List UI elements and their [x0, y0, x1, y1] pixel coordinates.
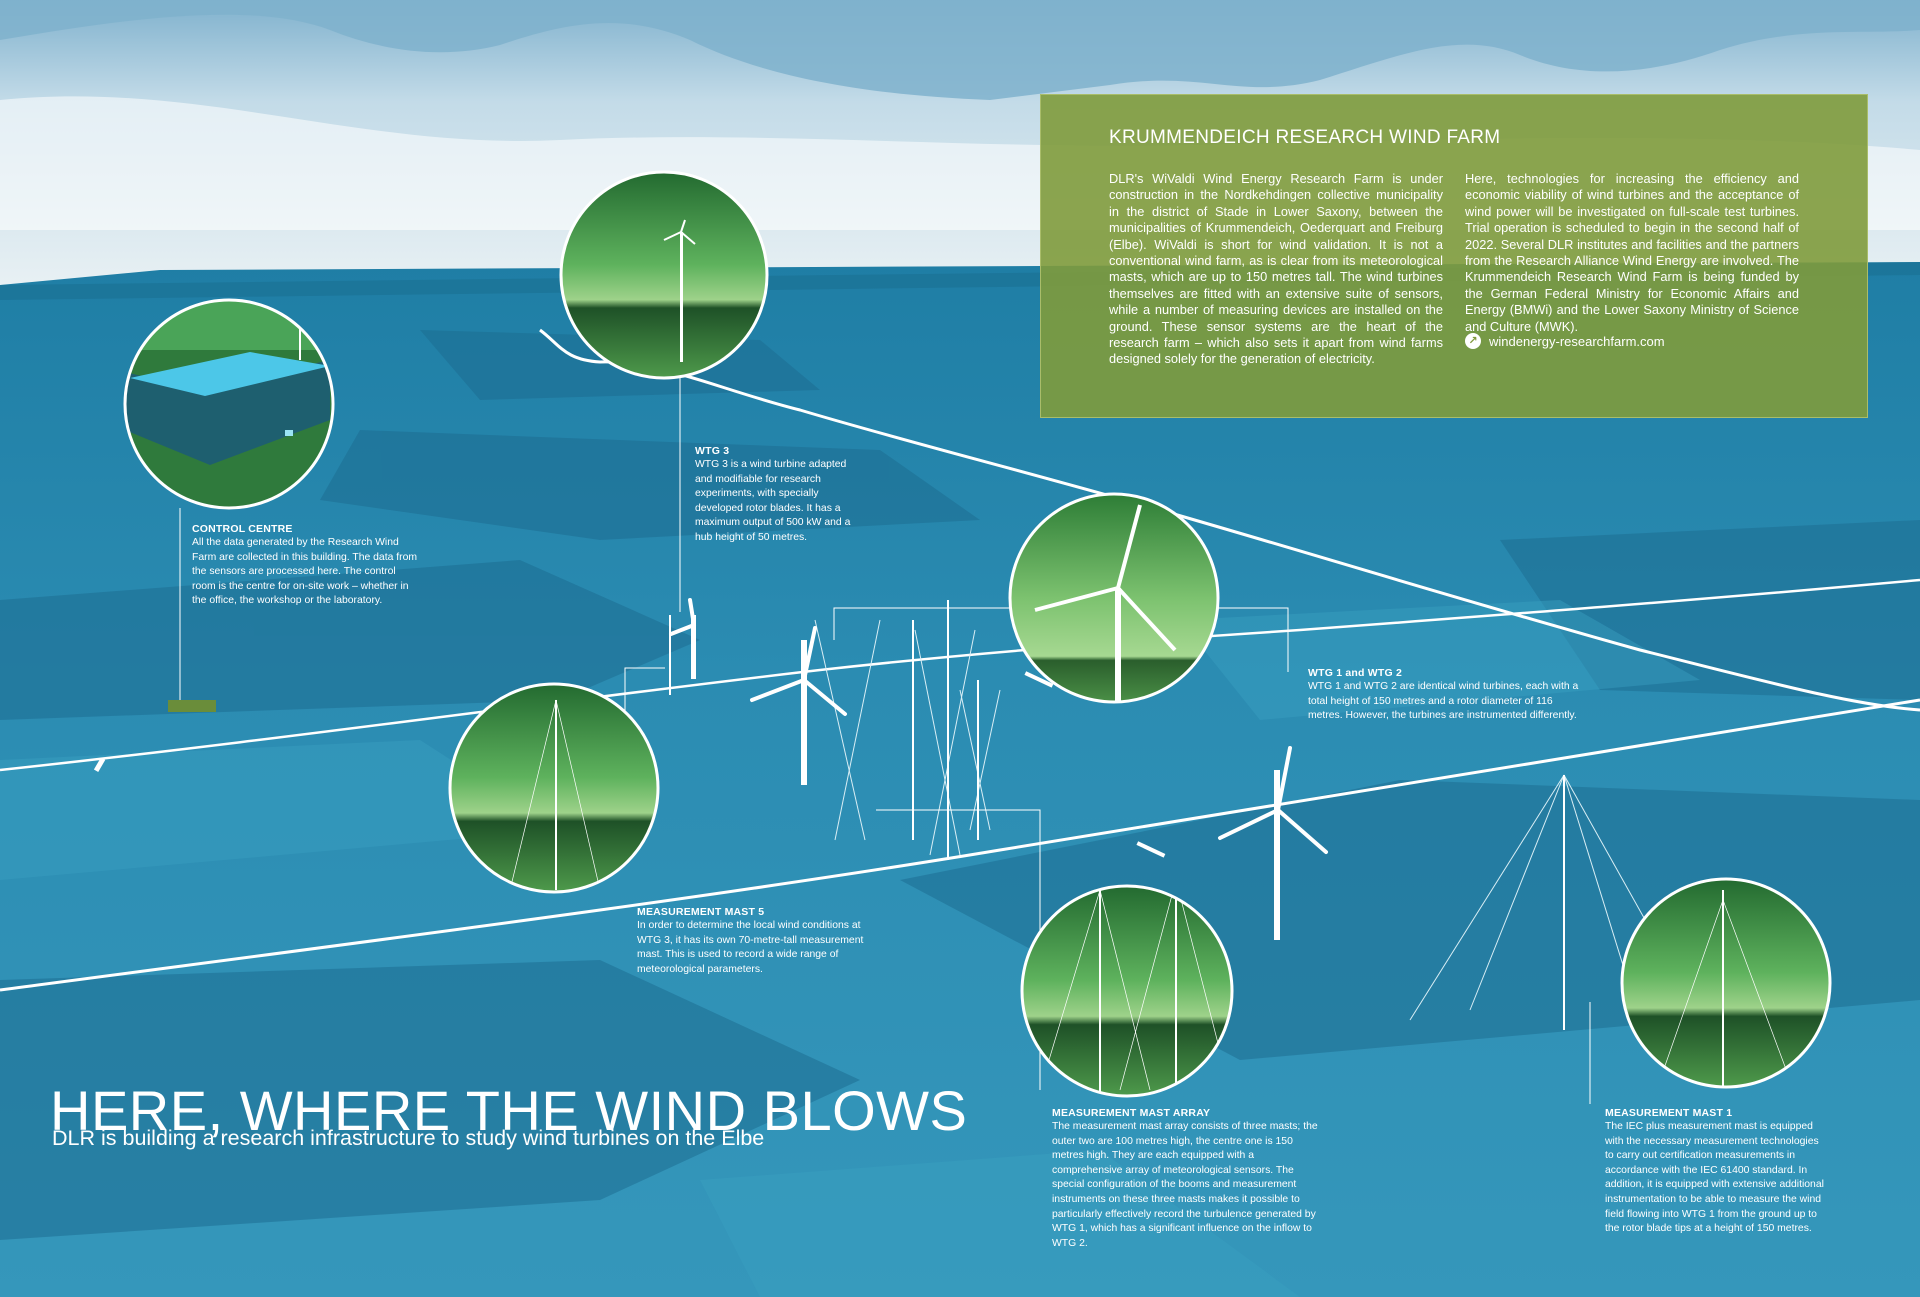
control-centre-circle [123, 298, 335, 510]
page-subheadline: DLR is building a research infrastructur… [52, 1126, 765, 1150]
mast5-title: MEASUREMENT MAST 5 [637, 906, 765, 918]
website-link[interactable]: ↗ windenergy-researchfarm.com [1465, 333, 1665, 349]
info-title: KRUMMENDEICH RESEARCH WIND FARM [1109, 127, 1501, 148]
mast1-title: MEASUREMENT MAST 1 [1605, 1107, 1733, 1119]
control-centre-text: All the data generated by the Research W… [192, 537, 418, 607]
mast1-circle [1620, 877, 1832, 1089]
control-centre-title: CONTROL CENTRE [192, 523, 293, 535]
wtg3-text: WTG 3 is a wind turbine adapted and modi… [695, 459, 851, 543]
wtg3-annotation: WTG 3 WTG 3 is a wind turbine adapted an… [695, 445, 863, 546]
website-link-text[interactable]: windenergy-researchfarm.com [1489, 333, 1665, 349]
mast1-annotation: MEASUREMENT MAST 1 The IEC plus measurem… [1605, 1107, 1825, 1237]
wtg12-text: WTG 1 and WTG 2 are identical wind turbi… [1308, 681, 1579, 722]
mast-array-circle [1020, 884, 1234, 1098]
wtg3-circle [559, 170, 769, 380]
mast-array-title: MEASUREMENT MAST ARRAY [1052, 1107, 1211, 1119]
external-link-icon: ↗ [1465, 333, 1481, 349]
wtg12-title: WTG 1 and WTG 2 [1308, 667, 1402, 679]
page-headline: HERE, WHERE THE WIND BLOWS [50, 1078, 968, 1142]
control-centre-annotation: CONTROL CENTRE All the data generated by… [192, 523, 422, 609]
mast5-text: In order to determine the local wind con… [637, 920, 864, 975]
mast5-annotation: MEASUREMENT MAST 5 In order to determine… [637, 906, 887, 977]
info-column-1: DLR's WiValdi Wind Energy Research Farm … [1109, 171, 1443, 367]
wtg12-circle [1008, 492, 1220, 704]
info-column-2: Here, technologies for increasing the ef… [1465, 171, 1799, 334]
info-panel: KRUMMENDEICH RESEARCH WIND FARM DLR's Wi… [1040, 94, 1868, 418]
wtg3-title: WTG 3 [695, 445, 730, 457]
mast-array-text: The measurement mast array consists of t… [1052, 1121, 1318, 1249]
mast1-text: The IEC plus measurement mast is equippe… [1605, 1121, 1824, 1235]
mast-array-annotation: MEASUREMENT MAST ARRAY The measurement m… [1052, 1107, 1322, 1251]
mast5-circle [448, 682, 660, 894]
wtg12-annotation: WTG 1 and WTG 2 WTG 1 and WTG 2 are iden… [1308, 667, 1586, 724]
